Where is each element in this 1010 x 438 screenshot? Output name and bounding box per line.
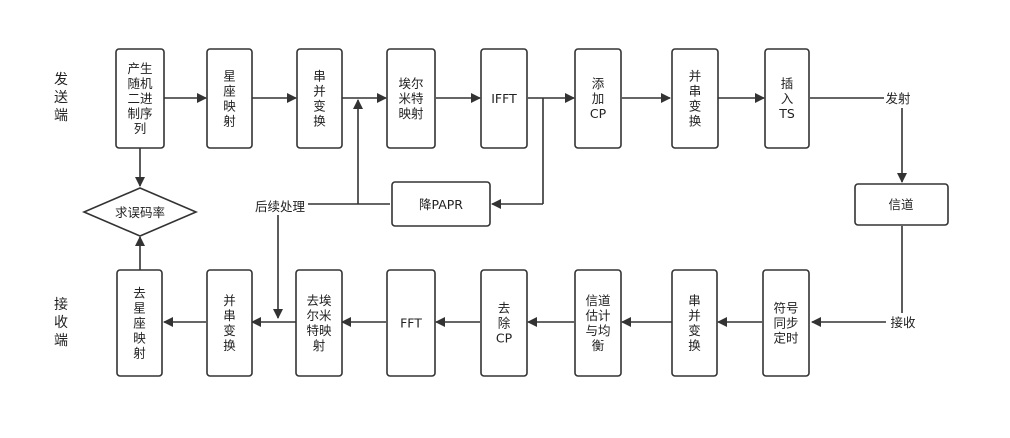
tx-block-3-line-2: 并 <box>313 84 326 99</box>
transmit-label: 发射 <box>885 91 910 106</box>
tx-block-2-line-2: 座 <box>223 84 236 99</box>
rx-block-8-line-3: 定时 <box>773 331 799 346</box>
rx-block-2-line-2: 串 <box>223 308 236 323</box>
post-process-label-bg <box>252 197 308 215</box>
rx-block-8-line-1: 符号 <box>773 301 798 316</box>
tx-block-6-line-1: 添 <box>592 76 605 91</box>
tx-block-4-line-3: 映射 <box>398 106 423 121</box>
receive-label: 接收 <box>890 315 916 330</box>
rx-block-6-line-3: 与均 <box>585 323 610 338</box>
rx-block-5 <box>480 269 528 377</box>
tx-block-3-line-4: 换 <box>313 114 326 129</box>
rx-block-6-line-1: 信道 <box>585 293 611 308</box>
channel-block <box>854 183 949 226</box>
tx-block-7-line-3: 变 <box>689 99 702 114</box>
rx-block-1-line-4: 映 <box>133 331 146 346</box>
rx-block-8 <box>762 269 810 377</box>
tx-block-1-line-3: 二进 <box>127 91 153 106</box>
tx-block-4 <box>386 48 436 149</box>
tx-block-8 <box>764 48 810 149</box>
tx-block-1-line-4: 制序 <box>127 106 152 121</box>
rx-block-2-line-3: 变 <box>223 323 236 338</box>
receiver-side-label: 接收端 <box>54 296 68 349</box>
tx-block-1-line-5: 列 <box>134 121 147 136</box>
ber-label: 求误码率 <box>115 205 165 220</box>
tx-block-3-line-3: 变 <box>313 99 326 114</box>
tx-block-7 <box>671 48 719 149</box>
rx-block-1-line-5: 射 <box>133 346 146 361</box>
rx-block-3-line-2: 尔米 <box>306 308 332 323</box>
transmitter-side-label: 发送端 <box>54 72 68 124</box>
rx-block-2-line-1: 并 <box>223 293 236 308</box>
tx-block-4-line-2: 米特 <box>398 91 423 106</box>
rx-block-7-line-4: 换 <box>688 338 701 353</box>
tx-block-8-line-2: 入 <box>781 91 794 106</box>
rx-char-2: 收 <box>54 315 68 331</box>
tx-block-7-line-1: 并 <box>689 69 702 84</box>
rx-block-6-line-2: 估计 <box>585 308 610 323</box>
rx-block-1-line-1: 去 <box>133 286 146 301</box>
tx-block-1-line-1: 产生 <box>127 61 152 76</box>
rx-block-3-line-4: 射 <box>313 338 326 353</box>
tx-block-1-line-2: 随机 <box>127 76 153 91</box>
tx-block-5 <box>480 48 528 149</box>
tx-block-8-line-3: TS <box>778 106 795 121</box>
rx-block-3 <box>295 269 343 377</box>
rx-block-8-line-2: 同步 <box>773 316 798 331</box>
rx-block-3-line-3: 特映 <box>306 323 332 338</box>
rx-block-7 <box>671 269 718 377</box>
ber-diamond <box>81 187 199 237</box>
rx-block-7-line-3: 变 <box>688 323 701 338</box>
rx-block-4-line-1: FFT <box>400 316 422 331</box>
papr-label: 降PAPR <box>419 197 463 212</box>
rx-block-1-line-3: 座 <box>133 316 146 331</box>
tx-block-2-line-4: 射 <box>223 114 236 129</box>
rx-block-2 <box>206 269 253 377</box>
tx-block-2 <box>206 48 253 149</box>
rx-block-4 <box>386 269 436 377</box>
connectors <box>135 93 907 327</box>
rx-block-7-line-1: 串 <box>688 293 701 308</box>
rx-block-7-line-2: 并 <box>688 308 701 323</box>
rx-block-1 <box>116 269 163 377</box>
tx-block-5-line-1: IFFT <box>491 91 517 106</box>
rx-char-3: 端 <box>54 333 68 349</box>
rx-block-2-line-4: 换 <box>223 338 236 353</box>
tx-char-2: 送 <box>54 90 68 106</box>
rx-block-5-line-3: CP <box>496 331 513 346</box>
tx-char-3: 端 <box>54 108 68 124</box>
tx-block-3 <box>296 48 343 149</box>
rx-char-1: 接 <box>54 296 68 313</box>
channel-label: 信道 <box>888 197 914 212</box>
tx-block-2-line-1: 星 <box>223 69 236 84</box>
tx-block-3-line-1: 串 <box>313 69 326 84</box>
tx-block-6 <box>574 48 622 149</box>
tx-block-6-line-2: 加 <box>592 91 605 106</box>
tx-block-7-line-4: 换 <box>689 114 702 129</box>
post-process-label: 后续处理 <box>255 199 306 214</box>
papr-block <box>391 181 491 227</box>
rx-block-6-line-4: 衡 <box>592 338 605 353</box>
tx-block-1 <box>115 48 165 149</box>
rx-block-5-line-2: 除 <box>498 316 511 331</box>
tx-block-4-line-1: 埃尔 <box>398 76 423 91</box>
rx-block-5-line-1: 去 <box>498 301 511 316</box>
receive-label-bg <box>886 313 918 331</box>
rx-block-1-line-2: 星 <box>133 301 146 316</box>
tx-block-6-line-3: CP <box>590 106 607 121</box>
tx-block-7-line-2: 串 <box>689 84 702 99</box>
tx-block-8-line-1: 插 <box>781 76 794 91</box>
rx-block-6 <box>574 269 622 377</box>
transmit-label-bg <box>884 89 914 107</box>
tx-char-1: 发 <box>54 72 68 88</box>
tx-block-2-line-3: 映 <box>223 99 236 114</box>
rx-block-3-line-1: 去埃 <box>306 293 332 308</box>
